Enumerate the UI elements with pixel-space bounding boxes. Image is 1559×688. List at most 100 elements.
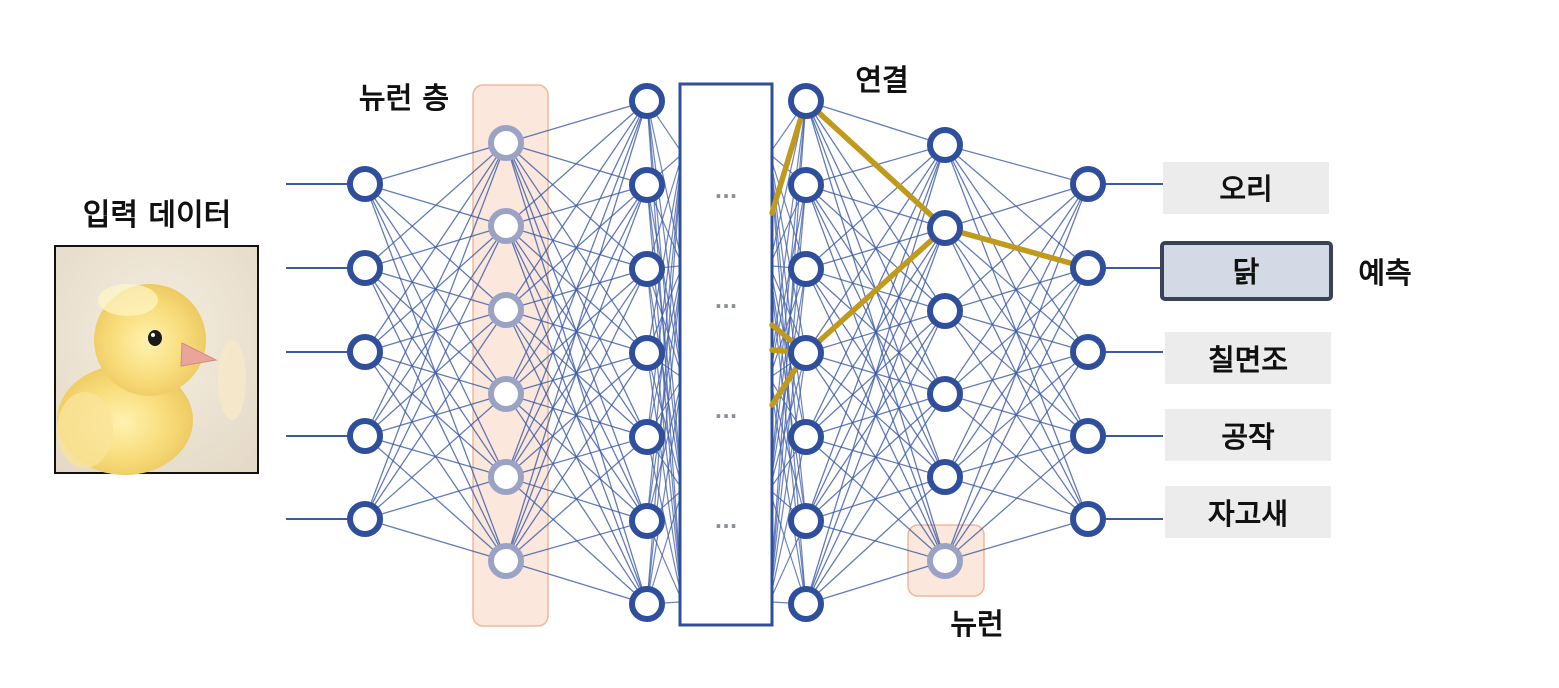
connection-1-5-3	[505, 352, 648, 562]
neuron-hidden-3-4	[788, 419, 824, 455]
neuron-hidden-2-6	[629, 586, 665, 622]
connection-3-3-0	[805, 144, 946, 354]
neuron-hidden-4-1	[927, 210, 963, 246]
neuron-input-0	[347, 166, 383, 202]
path-segment-1	[803, 98, 948, 231]
connections	[364, 100, 1089, 605]
input-image	[54, 245, 259, 475]
connection-1-5-0	[505, 100, 648, 562]
neuron-output-2	[1070, 334, 1106, 370]
connection-0-2-0	[364, 142, 507, 353]
box-in-connection	[646, 100, 681, 255]
box-in-connection	[646, 497, 681, 605]
box-in-connection	[646, 100, 681, 359]
neuron-output-1	[1070, 250, 1106, 286]
output-label-peacock: 공작	[1221, 420, 1275, 454]
neuron-hidden-2-0	[629, 83, 665, 119]
connection-4-0-0	[944, 144, 1089, 185]
box-out-connection	[771, 393, 807, 605]
box-in-connection	[646, 352, 681, 481]
connection-0-4-5	[364, 518, 507, 562]
path-segment-5	[803, 225, 948, 356]
output-label-duck: 오리	[1219, 172, 1272, 206]
output-class-partridge: 자고새	[1165, 486, 1331, 538]
connection-4-5-3	[944, 435, 1089, 562]
box-in-connection	[646, 173, 681, 438]
box-out-connection	[771, 100, 807, 359]
chick-eye-icon	[148, 330, 162, 346]
neuron-hidden-1-3	[488, 376, 524, 412]
neuron-hidden-4-0	[927, 127, 963, 163]
neuron-output-3	[1070, 418, 1106, 454]
neuron-hidden-2-1	[629, 167, 665, 203]
connection-0-4-0	[364, 142, 507, 520]
box-in-connection	[646, 161, 681, 270]
connection-0-1-0	[364, 142, 507, 269]
connection-0-4-2	[364, 309, 507, 520]
connection-0-3-0	[364, 142, 507, 437]
neuron-hidden-4-2	[927, 293, 963, 329]
output-label-chicken: 닭	[1233, 255, 1260, 289]
connection-3-6-4	[805, 476, 946, 605]
neuron-label: 뉴런	[950, 607, 1003, 641]
neuron-input-3	[347, 418, 383, 454]
box-out-connection	[771, 268, 807, 475]
connection-3-6-2	[805, 310, 946, 605]
connection-3-2-0	[805, 144, 946, 270]
neuron-output-0	[1070, 166, 1106, 202]
connection-label: 연결	[855, 63, 908, 97]
connection-0-4-1	[364, 225, 507, 520]
neuron-input-2	[347, 334, 383, 370]
connection-1-1-0	[505, 100, 648, 227]
box-in-connection	[646, 393, 681, 605]
neuron-hidden-3-1	[788, 167, 824, 203]
neurons	[347, 83, 1106, 622]
connection-3-6-1	[805, 227, 946, 605]
box-in-connection	[646, 387, 681, 522]
neuron-hidden-3-3	[788, 335, 824, 371]
prediction-label: 예측	[1358, 256, 1411, 290]
box-in-connection	[646, 167, 681, 354]
neuron-hidden-2-4	[629, 419, 665, 455]
neuron-hidden-3-2	[788, 251, 824, 287]
ellipsis-3: ···	[715, 404, 738, 428]
box-out-connection	[771, 173, 807, 438]
connection-0-4-3	[364, 393, 507, 520]
neuron-hidden-1-4	[488, 459, 524, 495]
neuron-hidden-1-0	[488, 125, 524, 161]
box-out-connection	[771, 184, 807, 469]
connection-4-5-2	[944, 351, 1089, 562]
connection-1-5-4	[505, 436, 648, 562]
connection-3-0-0	[805, 100, 946, 146]
neuron-hidden-4-3	[927, 376, 963, 412]
neuron-hidden-1-2	[488, 292, 524, 328]
box-out-connection	[771, 161, 807, 270]
connection-0-0-0	[364, 142, 507, 185]
box-in-connection	[646, 100, 681, 463]
box-in-connection	[646, 289, 681, 605]
ellipsis-1: ···	[715, 184, 738, 208]
connection-1-5-5	[505, 520, 648, 562]
output-classes: 오리 닭 칠면조 공작 자고새	[1160, 162, 1333, 538]
neuron-hidden-4-4	[927, 459, 963, 495]
box-out-connection	[771, 100, 807, 463]
connection-1-5-1	[505, 184, 648, 562]
connection-4-1-0	[944, 183, 1089, 229]
box-out-connection	[771, 283, 807, 522]
neuron-hidden-3-6	[788, 586, 824, 622]
hidden-layers-box	[678, 82, 774, 627]
ellipsis-2: ···	[715, 294, 738, 318]
connection-1-2-0	[505, 100, 648, 311]
highlighted-path	[769, 98, 1091, 408]
connection-4-5-1	[944, 267, 1089, 562]
connection-4-5-0	[944, 183, 1089, 562]
output-class-duck: 오리	[1163, 162, 1329, 214]
output-class-chicken: 닭	[1160, 241, 1333, 301]
neuron-hidden-1-5	[488, 543, 524, 579]
box-out-connection	[771, 387, 807, 522]
output-class-peacock: 공작	[1165, 409, 1331, 461]
neuron-input-1	[347, 250, 383, 286]
connection-3-6-3	[805, 393, 946, 605]
connection-3-6-5	[805, 560, 946, 605]
connection-1-4-0	[505, 100, 648, 478]
